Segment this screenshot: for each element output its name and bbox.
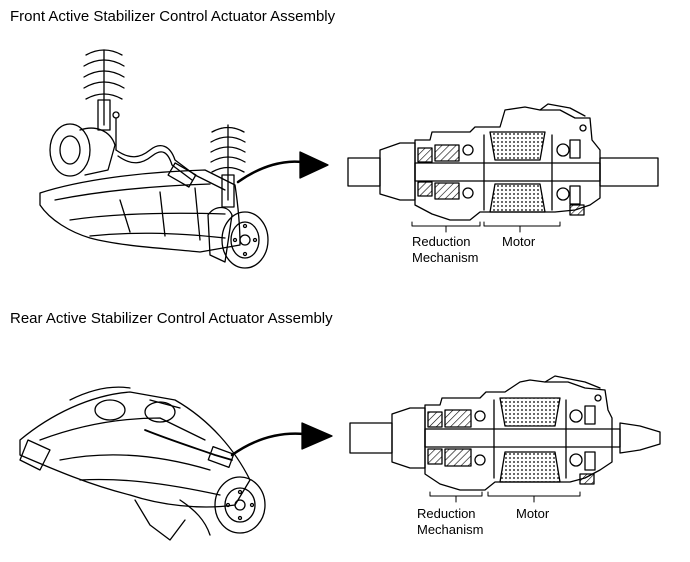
front-mechanism-label: Mechanism <box>412 250 479 265</box>
front-section-title: Front Active Stabilizer Control Actuator… <box>10 8 336 25</box>
front-right-wheel-hub <box>207 206 269 269</box>
front-callout-arrow <box>236 151 329 184</box>
rear-section-title: Rear Active Stabilizer Control Actuator … <box>10 310 333 327</box>
front-motor-bracket <box>483 221 561 233</box>
front-motor-label: Motor <box>502 234 536 249</box>
rear-mechanism-label: Mechanism <box>417 522 484 537</box>
front-left-hub <box>49 111 120 177</box>
rear-reduction-bracket <box>429 491 483 503</box>
rear-motor-bracket <box>487 491 581 503</box>
rear-callout-arrow <box>230 422 333 457</box>
front-right-strut <box>210 124 246 208</box>
front-suspension-illustration <box>39 49 329 269</box>
rear-actuator-cross-section <box>349 375 661 491</box>
front-stabilizer-bar <box>115 145 226 191</box>
rear-wheel-hub <box>214 476 266 534</box>
front-reduction-bracket <box>411 221 481 233</box>
front-left-strut <box>83 49 125 131</box>
front-actuator-cross-section <box>347 103 659 221</box>
rear-reduction-label: Reduction <box>417 506 476 521</box>
rear-motor-label: Motor <box>516 506 550 521</box>
rear-suspension-illustration <box>19 386 333 541</box>
front-reduction-label: Reduction <box>412 234 471 249</box>
